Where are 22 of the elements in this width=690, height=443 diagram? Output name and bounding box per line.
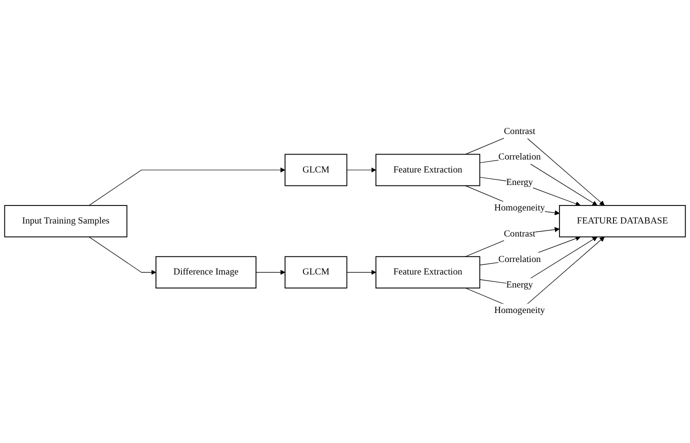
edge-label: Energy: [506, 280, 533, 290]
arrow: [346, 270, 376, 276]
arrow: [346, 168, 376, 173]
arrow: [465, 227, 560, 258]
node-box: GLCM: [284, 154, 348, 186]
node-box: Difference Image: [156, 256, 256, 289]
edge-label: Contrast: [504, 126, 536, 137]
arrow: [465, 186, 560, 216]
edge-label: Correlation: [498, 254, 541, 265]
edge-label: Contrast: [504, 229, 536, 239]
edge-label: Correlation: [498, 152, 541, 162]
arrow: [88, 168, 286, 206]
arrow: [256, 270, 286, 276]
edge-label: Energy: [506, 178, 533, 188]
node-box: GLCM: [284, 256, 348, 289]
node-box: Feature Extraction: [375, 154, 480, 186]
edge-label: Homogeneity: [494, 306, 545, 316]
arrow: [88, 236, 156, 276]
node-box: FEATURE DATABASE: [559, 205, 686, 238]
node-box: Input Training Samples: [4, 205, 128, 238]
edge-label: Homogeneity: [494, 203, 545, 214]
node-box: Feature Extraction: [375, 256, 480, 289]
